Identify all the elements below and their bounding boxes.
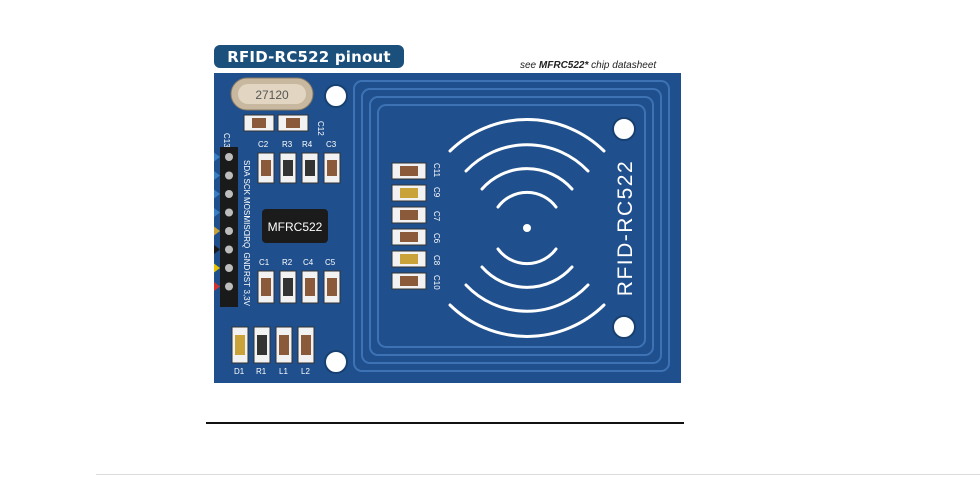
label-c7: C7 xyxy=(432,211,441,222)
mounting-holes xyxy=(324,84,636,374)
label-c8: C8 xyxy=(432,255,441,266)
pin-label-2: MOSI xyxy=(242,197,251,217)
label-c11: C11 xyxy=(432,163,441,178)
pin-label-0: SDA xyxy=(242,160,251,177)
cap-column xyxy=(391,162,427,290)
pin-0 xyxy=(225,153,233,161)
antenna-label: RFID-RC522 xyxy=(614,160,637,296)
mid-components xyxy=(257,270,341,304)
wire-6 xyxy=(212,262,220,274)
title-text: RFID-RC522 pinout xyxy=(227,47,391,66)
pin-label-4: IRQ xyxy=(242,234,251,248)
label-r1: R1 xyxy=(256,367,267,376)
note-suffix: chip datasheet xyxy=(588,60,657,71)
title-banner: RFID-RC522 pinout xyxy=(214,45,404,68)
label-c12: C12 xyxy=(316,121,325,136)
wire-7 xyxy=(212,280,220,293)
label-c13: C13 xyxy=(222,133,231,148)
pin-label-7: 3,3V xyxy=(242,290,251,307)
label-c10: C10 xyxy=(432,275,441,290)
chip-label: MFRC522 xyxy=(268,220,323,234)
board-svg: 27120 C13 C12 C2 R3 R4 C3 SDA SCKMOSIMISO… xyxy=(212,73,681,383)
label-l1: L1 xyxy=(279,367,288,376)
pin-7 xyxy=(225,282,233,291)
pin-3 xyxy=(225,208,233,217)
pin-label-1: SCK xyxy=(242,179,251,196)
note-prefix: see xyxy=(520,60,539,71)
crystal: 27120 xyxy=(230,77,314,111)
label-c2: C2 xyxy=(258,140,269,149)
pin-label-3: MISO xyxy=(242,216,251,236)
label-c4: C4 xyxy=(303,258,314,267)
pin-6 xyxy=(225,264,233,272)
datasheet-note: see MFRC522* chip datasheet xyxy=(520,60,656,71)
bottom-components xyxy=(231,326,315,364)
top-components xyxy=(243,114,341,184)
pin-1 xyxy=(225,171,233,180)
note-chip: MFRC522* xyxy=(538,60,589,71)
pin-label-5: GND xyxy=(242,253,251,271)
label-r4: R4 xyxy=(302,140,313,149)
crystal-label: 27120 xyxy=(255,88,289,102)
mfrc522-chip: MFRC522 xyxy=(262,209,328,243)
antenna-trace xyxy=(353,80,670,372)
page-separator xyxy=(96,474,980,475)
wire-5 xyxy=(212,243,220,256)
label-r3: R3 xyxy=(282,140,293,149)
pin-label-6: RST xyxy=(242,271,251,287)
label-c1: C1 xyxy=(259,258,270,267)
label-c3: C3 xyxy=(326,140,337,149)
wire-3 xyxy=(212,206,220,219)
label-c6: C6 xyxy=(432,233,441,244)
divider-rule xyxy=(206,422,684,424)
wire-0 xyxy=(212,151,220,163)
label-c9: C9 xyxy=(432,187,441,198)
pin-2 xyxy=(225,190,233,198)
wire-1 xyxy=(212,169,220,182)
rfid-waves-icon xyxy=(448,118,606,338)
wire-4 xyxy=(212,225,220,237)
pin-5 xyxy=(225,245,233,254)
label-l2: L2 xyxy=(301,367,310,376)
wire-2 xyxy=(212,188,220,200)
pin-4 xyxy=(225,227,233,235)
label-r2: R2 xyxy=(282,258,293,267)
label-d1: D1 xyxy=(234,367,245,376)
label-c5: C5 xyxy=(325,258,336,267)
